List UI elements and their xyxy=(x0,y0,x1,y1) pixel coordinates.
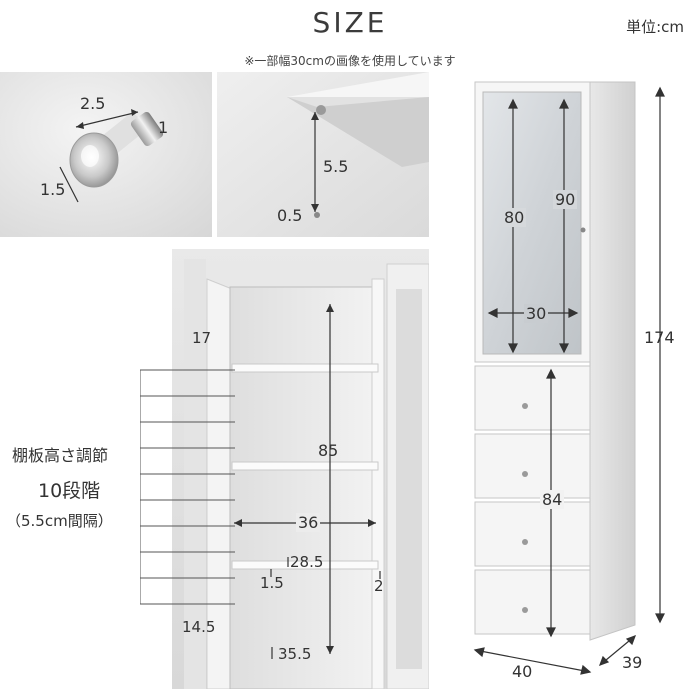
rail-photo: 5.5 0.5 xyxy=(217,72,429,237)
page-title: SIZE xyxy=(312,6,388,39)
rail-height-label: 5.5 xyxy=(323,157,349,176)
knob-length-label: 2.5 xyxy=(80,94,106,113)
total-height-label: 174 xyxy=(644,328,675,347)
shelf-depth-label: 28.5 xyxy=(290,553,324,571)
glass-width-label: 30 xyxy=(524,304,549,323)
shelf-bracket-lines xyxy=(140,369,235,605)
shelf-adjust-title: 棚板高さ調節 xyxy=(12,446,109,465)
interior-photo: 17 85 36 28.5 1.5 2 14.5 35.5 xyxy=(172,249,429,689)
inner-height-label: 85 xyxy=(318,441,339,460)
shelf-adjust-steps: 10段階 xyxy=(38,480,101,502)
drawer-height-label: 84 xyxy=(540,490,565,509)
knob-diameter-label: 1 xyxy=(158,118,169,137)
unit-label: 単位:cm xyxy=(626,18,684,36)
width-label: 40 xyxy=(512,662,533,681)
depth-label: 39 xyxy=(622,653,643,672)
top-gap-label: 17 xyxy=(192,329,212,347)
bottom-gap-label: 14.5 xyxy=(182,618,216,636)
panel-thickness-label: 2 xyxy=(374,577,384,595)
shelf-thickness-label: 1.5 xyxy=(260,574,284,592)
knob-depth-label: 1.5 xyxy=(40,180,66,199)
cabinet-illustration xyxy=(473,81,665,675)
width-note: ※一部幅30cmの画像を使用しています xyxy=(244,54,456,68)
knob-photo: 2.5 1 1.5 xyxy=(0,72,212,237)
inner-width-label: 36 xyxy=(296,513,321,532)
bottom-depth-label: 35.5 xyxy=(278,645,312,663)
door-height-label: 90 xyxy=(553,190,578,209)
shelf-adjust-interval: （5.5cm間隔） xyxy=(6,512,113,530)
rail-offset-label: 0.5 xyxy=(277,206,303,225)
glass-inner-height-label: 80 xyxy=(502,208,527,227)
